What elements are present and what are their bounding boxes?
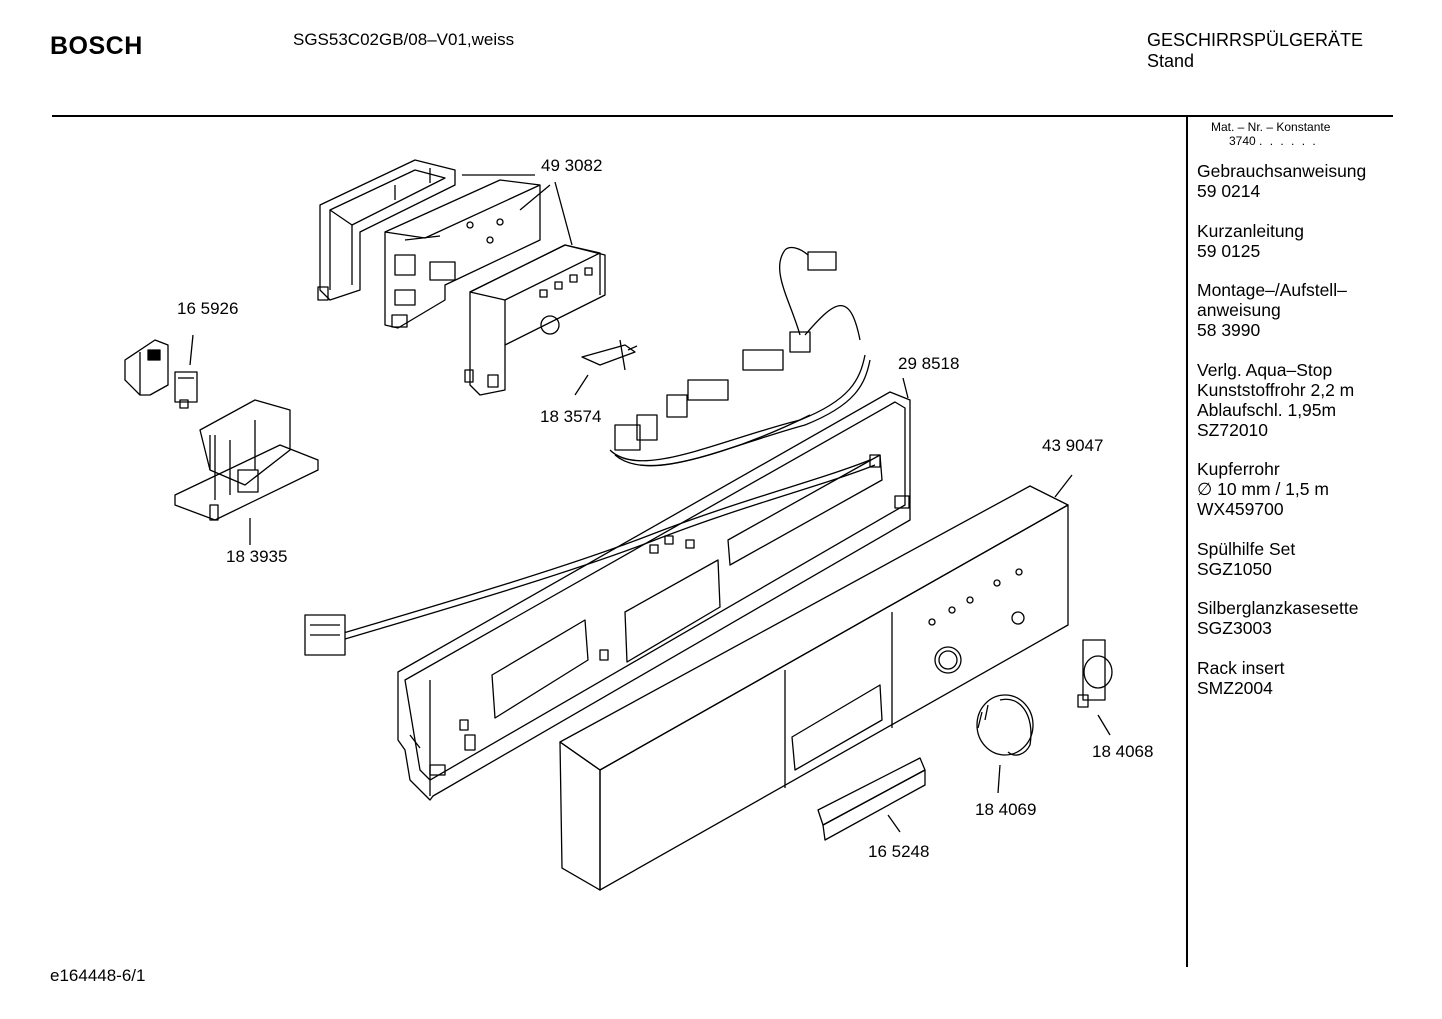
- knob-insert: [1077, 639, 1113, 708]
- accessory-line: Kupferrohr: [1197, 459, 1280, 479]
- small-bracket: [124, 339, 198, 409]
- accessory-line: Kurzanleitung: [1197, 220, 1305, 241]
- circuit-board: [384, 179, 541, 329]
- category-line: GESCHIRRSPÜLGERÄTE: [1147, 30, 1364, 50]
- accessory-line: anweisung: [1197, 300, 1281, 320]
- small-sensor-pin: [581, 339, 638, 371]
- accessory-line: Verlg. Aqua–Stop: [1197, 359, 1333, 380]
- front-frame: [397, 391, 911, 801]
- accessory-line: Rack insert: [1197, 657, 1285, 678]
- accessory-line: Montage–/Aufstell–: [1197, 280, 1347, 300]
- leader-lines: [189, 174, 1111, 833]
- part-label-165926: 16 5926: [177, 299, 238, 318]
- rotary-knob: [976, 694, 1034, 756]
- matnr-dots: . . . . . .: [1259, 134, 1318, 148]
- accessory-line: 59 0214: [1197, 181, 1261, 201]
- drawing-code: e164448-6/1: [50, 966, 146, 985]
- matnr-title: Mat. – Nr. – Konstante: [1211, 120, 1331, 134]
- part-label-493082: 49 3082: [541, 156, 602, 175]
- part-label-439047: 43 9047: [1042, 436, 1103, 455]
- accessory-line: Ablaufschl. 1,95m: [1197, 399, 1337, 420]
- model-number: SGS53C02GB/08–V01,weiss: [293, 30, 515, 49]
- accessory-line: 59 0125: [1197, 240, 1261, 261]
- subcategory-line: Stand: [1147, 51, 1195, 71]
- accessory-line: WX459700: [1197, 499, 1284, 519]
- accessory-line: 58 3990: [1197, 320, 1261, 340]
- accessory-line: Silberglanzkasesette: [1197, 598, 1359, 618]
- accessory-line: SGZ3003: [1197, 618, 1272, 638]
- matnr-block: Mat. – Nr. – Konstante 3740 . . . . . .: [1211, 120, 1330, 148]
- control-module: [464, 244, 606, 396]
- switch-carrier: [174, 399, 319, 521]
- accessory-line: Spülhilfe Set: [1197, 538, 1296, 559]
- part-label-184068: 18 4068: [1092, 742, 1153, 761]
- brand-logo: BOSCH: [50, 32, 143, 60]
- accessory-line: SMZ2004: [1197, 677, 1273, 698]
- sidebar-divider: [1186, 117, 1188, 967]
- part-label-184069: 18 4069: [975, 800, 1036, 819]
- accessory-line: SGZ1050: [1197, 558, 1272, 579]
- part-label-183574: 18 3574: [540, 407, 601, 426]
- part-label-298518: 29 8518: [898, 354, 959, 373]
- accessory-line: ∅ 10 mm / 1,5 m: [1197, 479, 1329, 499]
- category-title: GESCHIRRSPÜLGERÄTE Stand: [1147, 30, 1363, 72]
- handle-strip: [817, 757, 926, 841]
- accessory-line: Kunststoffrohr 2,2 m: [1197, 379, 1355, 400]
- accessory-line: Gebrauchsanweisung: [1197, 161, 1367, 181]
- cable-harness: [304, 246, 876, 656]
- header-divider: [52, 115, 1393, 117]
- housing-frame: [317, 159, 456, 301]
- accessory-line: SZ72010: [1197, 419, 1269, 440]
- part-label-165248: 16 5248: [868, 842, 929, 861]
- matnr-value: 3740: [1229, 134, 1256, 148]
- front-panel: [559, 485, 1069, 891]
- matnr-value-row: 3740 . . . . . .: [1211, 134, 1330, 148]
- part-label-183935: 18 3935: [226, 547, 287, 566]
